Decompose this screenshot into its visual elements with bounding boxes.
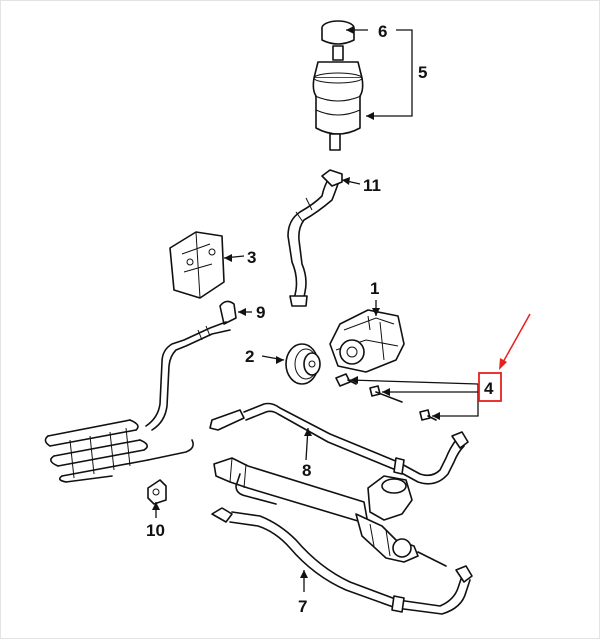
pressure-line[interactable] <box>209 402 469 485</box>
return-hose[interactable] <box>287 169 343 307</box>
hose-clip[interactable] <box>147 479 167 505</box>
pump-pulley[interactable] <box>285 343 321 385</box>
highlight-callout-4 <box>478 313 531 402</box>
return-line[interactable] <box>211 507 473 615</box>
callout-4[interactable]: 4 <box>484 379 494 398</box>
arrowheads <box>152 26 440 578</box>
callout-labels: 6 5 11 3 1 9 2 4 8 10 7 <box>146 22 494 616</box>
mounting-bracket[interactable] <box>169 231 225 299</box>
callout-9[interactable]: 9 <box>256 303 265 322</box>
leader-lines <box>155 29 479 592</box>
callout-10[interactable]: 10 <box>146 521 165 540</box>
cooler-hose[interactable] <box>145 300 237 431</box>
callout-1[interactable]: 1 <box>370 279 379 298</box>
cooler-coil[interactable] <box>44 419 194 483</box>
callout-5[interactable]: 5 <box>418 63 427 82</box>
callout-6[interactable]: 6 <box>378 22 387 41</box>
steering-gear[interactable] <box>213 457 447 567</box>
callout-2[interactable]: 2 <box>245 347 254 366</box>
mounting-bolts[interactable] <box>335 373 437 421</box>
callout-8[interactable]: 8 <box>302 461 311 480</box>
reservoir-assembly[interactable] <box>312 20 364 151</box>
callout-7[interactable]: 7 <box>298 597 307 616</box>
power-steering-pump[interactable] <box>329 309 405 373</box>
callout-3[interactable]: 3 <box>247 248 256 267</box>
callout-11[interactable]: 11 <box>363 176 381 195</box>
